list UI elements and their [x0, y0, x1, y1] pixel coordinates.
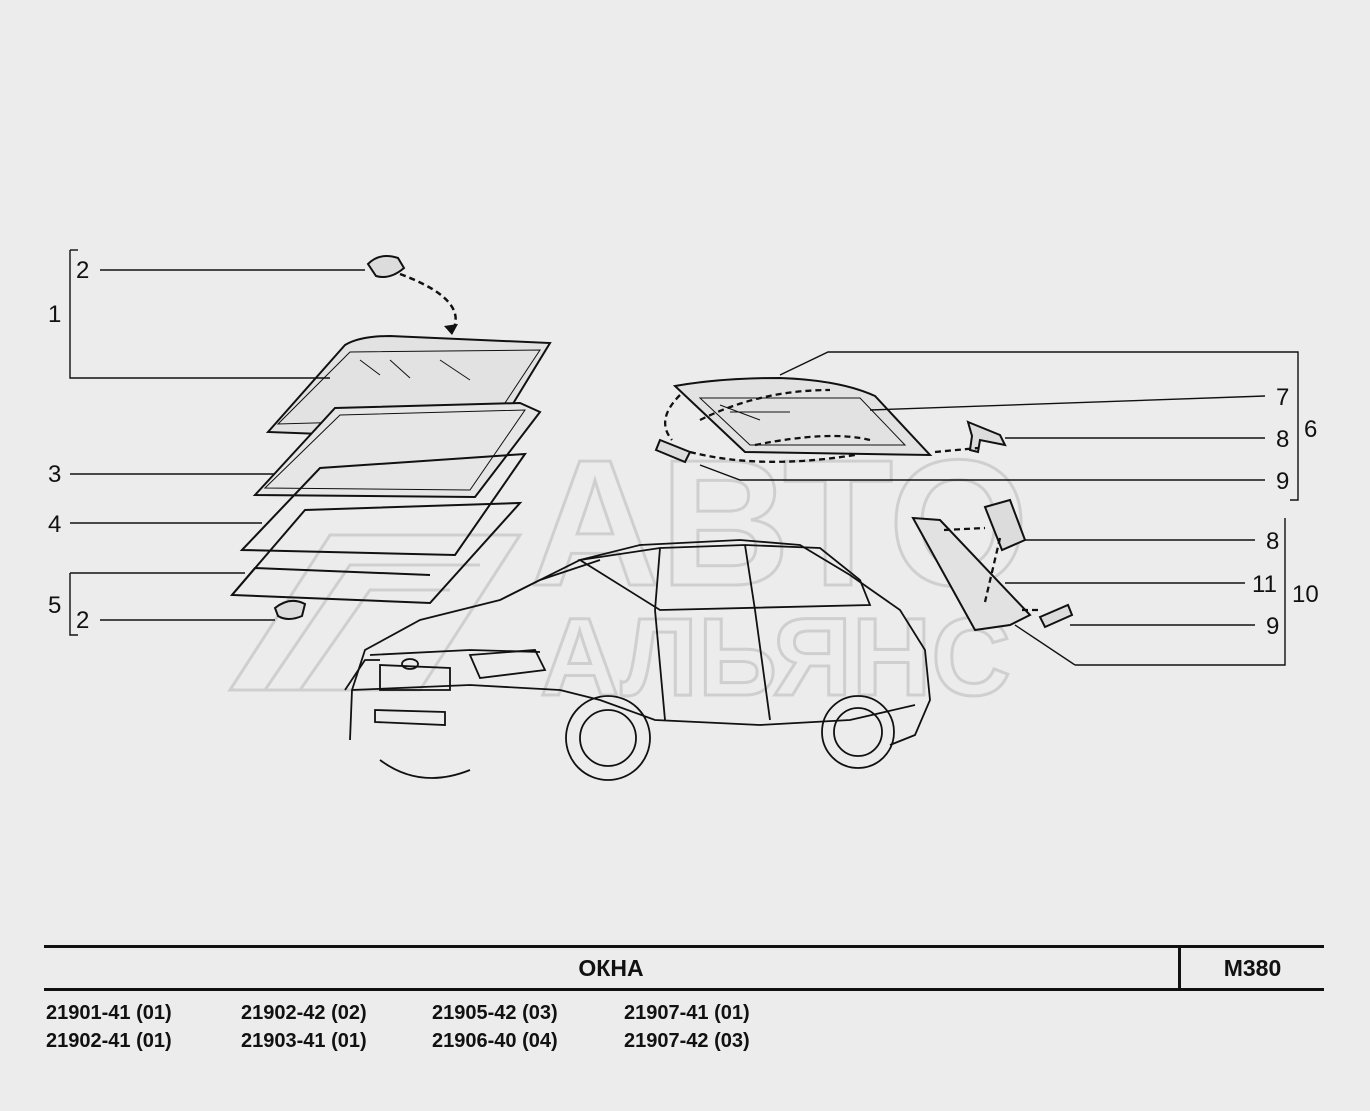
callout-3: 3 [48, 461, 61, 488]
callout-8-rear: 8 [1276, 426, 1289, 453]
windows-exploded-diagram: АВТО АЛЬЯНС [48, 249, 1319, 781]
left-leaders [69, 249, 365, 636]
callout-9-quarter: 9 [1266, 613, 1279, 640]
title-block: ОКНА М380 [44, 945, 1324, 991]
model-code: 21905-42 (03) [432, 1002, 558, 1024]
watermark: АВТО АЛЬЯНС [227, 422, 1030, 721]
windshield-assembly [229, 334, 552, 605]
callout-9-rear: 9 [1276, 468, 1289, 495]
callout-5: 5 [48, 592, 61, 619]
model-code: 21903-41 (01) [241, 1030, 367, 1052]
page-title: ОКНА [578, 955, 644, 981]
clip-arrow [399, 272, 457, 333]
diagram-code: М380 [1178, 948, 1324, 988]
callout-7: 7 [1276, 384, 1289, 411]
callout-6: 6 [1304, 416, 1317, 443]
applicable-models: 21901-41 (01) 21902-41 (01) 21902-42 (02… [46, 1002, 946, 1062]
model-code: 21906-40 (04) [432, 1030, 558, 1052]
model-code: 21907-42 (03) [624, 1030, 750, 1052]
callout-8-quarter: 8 [1266, 528, 1279, 555]
callout-2-top: 2 [76, 257, 89, 284]
rear-window-glass [672, 376, 933, 457]
callout-labels: 1 2 3 4 5 2 7 8 6 9 8 11 10 9 [48, 257, 1319, 640]
watermark-line2: АЛЬЯНС [540, 596, 1011, 719]
quarter-window-glass [911, 516, 1032, 632]
clip-bottom [273, 599, 307, 620]
callout-10: 10 [1292, 581, 1319, 608]
clip-top [366, 255, 406, 278]
quarter-window-assembly [911, 498, 1074, 632]
right-leaders [699, 351, 1299, 666]
model-code: 21902-41 (01) [46, 1030, 172, 1052]
model-code: 21902-42 (02) [241, 1002, 367, 1024]
windshield-seal [252, 401, 542, 499]
callout-11: 11 [1252, 571, 1277, 598]
model-code: 21901-41 (01) [46, 1002, 172, 1024]
callout-1: 1 [48, 301, 61, 328]
car-illustration [344, 539, 931, 781]
watermark-line1: АВТО [530, 423, 1029, 624]
callout-4: 4 [48, 511, 61, 538]
model-code: 21907-41 (01) [624, 1002, 750, 1024]
callout-2-bottom: 2 [76, 607, 89, 634]
windshield-molding [239, 452, 528, 557]
watermark-emblem [227, 533, 523, 692]
rear-window-assembly [654, 376, 1007, 464]
